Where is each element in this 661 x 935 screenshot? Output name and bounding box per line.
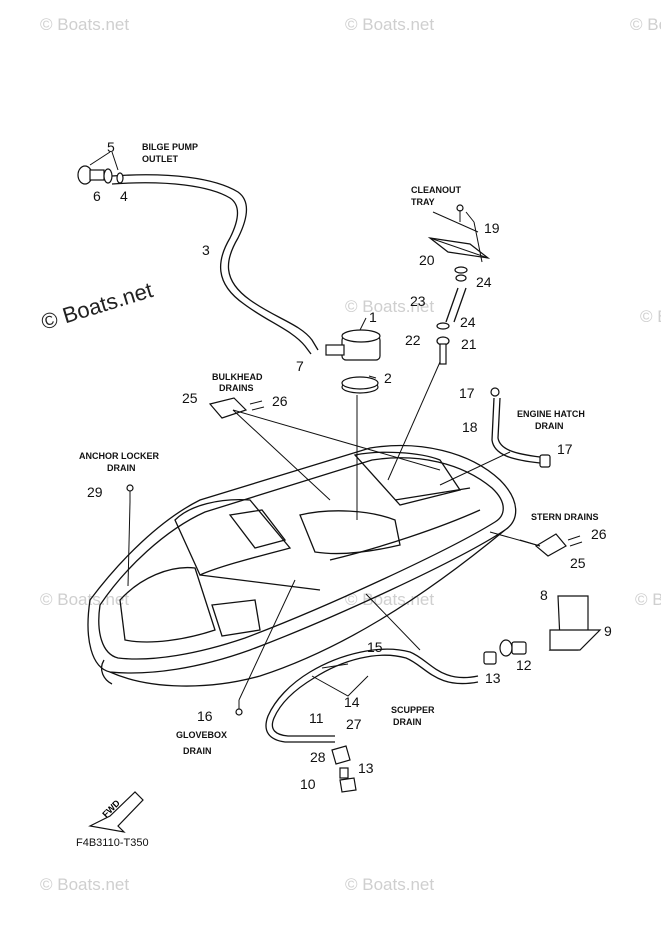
bilge-hose	[111, 174, 319, 355]
part-number: 4	[120, 188, 128, 204]
watermark-faint: © Boats.net	[345, 297, 434, 316]
callout-bilge-pump-outlet-2: OUTLET	[142, 154, 178, 164]
part-number: 3	[202, 242, 210, 258]
part-number: 13	[358, 760, 374, 776]
bulkhead-drain	[208, 397, 265, 419]
part-number: 17	[459, 385, 475, 401]
callout-engine-hatch-drain-1: ENGINE HATCH	[517, 409, 585, 419]
part-number: 5	[107, 139, 115, 155]
part-number: 11	[309, 710, 324, 726]
part-number: 28	[310, 749, 326, 765]
part-number: 14	[344, 694, 360, 710]
part-number: 20	[419, 252, 435, 268]
callout-engine-hatch-drain-2: DRAIN	[535, 421, 564, 431]
callout-scupper-drain-1: SCUPPER	[391, 705, 435, 715]
engine-hatch-drain	[490, 387, 551, 468]
part-number: 10	[300, 776, 316, 792]
watermark-faint: © Boats.net	[345, 15, 434, 34]
watermark-faint: © Boats.net	[40, 590, 129, 609]
part-number: 25	[182, 390, 198, 406]
watermark-faint: © Boats.net	[40, 875, 129, 894]
stern-drain	[534, 533, 583, 557]
part-number: 16	[197, 708, 213, 724]
part-number: 22	[405, 332, 421, 348]
part-number: 26	[591, 526, 607, 542]
part-number: 19	[484, 220, 500, 236]
callout-cleanout-tray-1: CLEANOUT	[411, 185, 461, 195]
cleanout-tray	[427, 204, 491, 365]
callout-cleanout-tray-2: TRAY	[411, 197, 435, 207]
part-number: 7	[296, 358, 304, 374]
part-number: 24	[476, 274, 492, 290]
callout-bulkhead-drains-2: DRAINS	[219, 383, 254, 393]
part-number: 13	[485, 670, 501, 686]
watermark-faint: © Boats.net	[40, 15, 129, 34]
part-numbers: 1 2 3 4 5 6 7 8 9 10 11 12 13 13 14 15 1…	[87, 139, 612, 792]
part-number: 17	[557, 441, 573, 457]
leader-lines	[232, 361, 541, 651]
bilge-pump	[325, 317, 381, 394]
callout-glovebox-drain-2: DRAIN	[183, 746, 212, 756]
part-number: 2	[384, 370, 392, 386]
screws	[126, 484, 296, 716]
watermark-faint: © Boats.net	[635, 590, 661, 609]
watermark-faint: © Boats.net	[630, 15, 661, 34]
outlet-fitting	[77, 151, 124, 185]
faint-watermarks: © Boats.net © Boats.net © Boats.net © Bo…	[40, 15, 661, 894]
boat-hull	[87, 444, 517, 687]
callout-scupper-drain-2: DRAIN	[393, 717, 422, 727]
part-number: 26	[272, 393, 288, 409]
part-number: 12	[516, 657, 532, 673]
fwd-arrow: FWD	[88, 791, 144, 833]
part-number: 27	[346, 716, 362, 732]
part-number: 23	[410, 293, 426, 309]
callout-bulkhead-drains-1: BULKHEAD	[212, 372, 263, 382]
part-number: 29	[87, 484, 103, 500]
callout-glovebox-drain-1: GLOVEBOX	[176, 730, 227, 740]
watermark-faint: © Boats.net	[345, 875, 434, 894]
part-number: 21	[461, 336, 477, 352]
callout-anchor-locker-drain-1: ANCHOR LOCKER	[79, 451, 159, 461]
scupper-drain	[265, 639, 527, 793]
part-number: 8	[540, 587, 548, 603]
callout-bilge-pump-outlet-1: BILGE PUMP	[142, 142, 198, 152]
drawing-code: F4B3110-T350	[76, 837, 149, 849]
part-number: 6	[93, 188, 101, 204]
watermark-faint: © Boats.net	[640, 307, 661, 326]
part-number: 9	[604, 623, 612, 639]
callout-anchor-locker-drain-2: DRAIN	[107, 463, 136, 473]
part-number: 18	[462, 419, 478, 435]
bracket	[548, 595, 602, 651]
part-number: 1	[369, 309, 377, 325]
part-number: 15	[367, 639, 383, 655]
callout-labels: BILGE PUMP OUTLET CLEANOUT TRAY BULKHEAD…	[76, 142, 599, 849]
callout-stern-drains: STERN DRAINS	[531, 512, 599, 522]
watermark-main: © Boats.net	[38, 277, 156, 335]
part-number: 24	[460, 314, 476, 330]
part-number: 25	[570, 555, 586, 571]
